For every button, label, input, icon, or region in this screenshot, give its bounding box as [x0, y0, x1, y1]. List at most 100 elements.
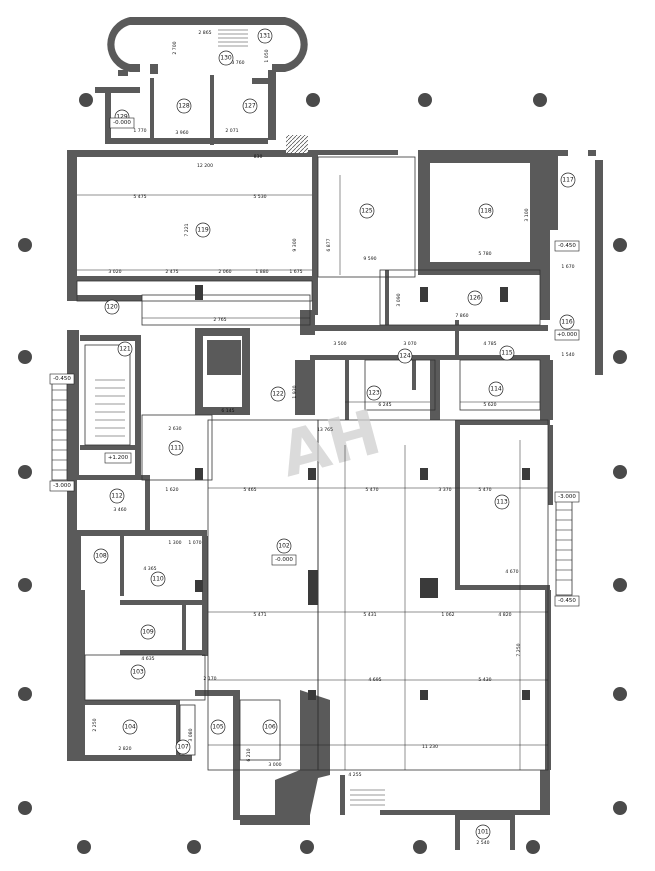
level-mark: -0.450 [554, 595, 580, 607]
dim-text: 3 100 [524, 208, 530, 221]
room-number: 123 [368, 390, 380, 397]
room-number: 102 [278, 543, 290, 550]
entrance-101-wall [455, 815, 515, 820]
dim-text: 3 460 [113, 507, 126, 513]
dim-text: 3 020 [108, 269, 121, 275]
dim-text: 1 880 [255, 269, 268, 275]
room-number: 120 [106, 304, 118, 311]
room-117: 117 [560, 172, 576, 188]
dim-text: 1 070 [188, 540, 201, 546]
room-number: 107 [177, 744, 189, 751]
svg-text:-0.000: -0.000 [275, 557, 293, 563]
dim-text: 6 245 [378, 402, 391, 408]
dimension-texts: 2 865 2 700 3 760 1 050 1 770 3 960 2 07… [92, 30, 575, 846]
room-121: 121 [117, 341, 133, 357]
column [300, 840, 314, 854]
dim-text: 2 071 [225, 128, 238, 134]
room-number: 105 [212, 724, 224, 731]
dim-text: 3 960 [175, 130, 188, 136]
room-111: 111 [168, 440, 184, 456]
dim-text: 3 090 [396, 293, 402, 306]
dim-text: 4 695 [368, 677, 381, 683]
dim-text: 1 670 [561, 264, 574, 270]
room-number: 129 [116, 114, 128, 121]
level-mark: -0.000 [271, 554, 297, 566]
dim-text: 3 760 [231, 60, 244, 66]
dim-text: 4 785 [483, 341, 496, 347]
dim-text: 2 170 [203, 676, 216, 682]
room-114: 114 [488, 381, 504, 397]
dim-text: 830 [254, 154, 263, 160]
room-104: 104 [122, 719, 138, 735]
dim-text: 7 250 [516, 643, 522, 656]
dim-text: 2 765 [213, 317, 226, 323]
dim-text: 5 431 [363, 612, 376, 618]
room-102: 102 [276, 538, 292, 554]
room-number: 125 [361, 208, 373, 215]
room-127: 127 [242, 98, 258, 114]
room-105: 105 [210, 719, 226, 735]
room-number: 116 [561, 319, 573, 326]
dim-text: 1 300 [168, 540, 181, 546]
grid-columns [18, 93, 627, 854]
dim-text: 13 765 [317, 427, 333, 433]
room-number: 110 [152, 576, 164, 583]
entrance-101-wall [455, 815, 460, 850]
dimension-lines [77, 175, 548, 770]
room-106: 106 [262, 719, 278, 735]
dim-text: 12 200 [197, 163, 213, 169]
level-mark: -3.000 [554, 491, 580, 503]
dim-text: 5 430 [478, 677, 491, 683]
room-107: 107 [175, 739, 191, 755]
pillars [195, 285, 530, 700]
stair-top [218, 29, 248, 47]
stairs [51, 29, 573, 806]
svg-text:-0.450: -0.450 [558, 243, 576, 249]
room-number: 119 [197, 227, 209, 234]
dim-text: 4 255 [348, 772, 361, 778]
dim-text: 5 530 [253, 194, 266, 200]
svg-text:-3.000: -3.000 [53, 483, 71, 489]
room-123: 123 [366, 385, 382, 401]
hatched-shaft [286, 135, 308, 153]
room-number: 115 [501, 350, 513, 357]
room-119: 119 [195, 222, 211, 238]
dim-text: 2 540 [476, 840, 489, 846]
dim-text: 5 470 [478, 487, 491, 493]
room-number: 104 [124, 724, 136, 731]
dim-text: 9 300 [292, 238, 298, 251]
dim-text: 9 590 [363, 256, 376, 262]
dim-text: 1 062 [441, 612, 454, 618]
room-number: 112 [111, 493, 123, 500]
room-number: 122 [272, 391, 284, 398]
dim-text: 1 675 [289, 269, 302, 275]
level-mark: +1.200 [104, 452, 132, 464]
entrance-101-wall [510, 815, 515, 850]
column [187, 840, 201, 854]
level-mark: -3.000 [49, 480, 75, 492]
column [613, 350, 627, 364]
stair-right-exterior [555, 499, 573, 596]
dim-text: 11 230 [422, 744, 438, 750]
svg-text:+0.000: +0.000 [557, 332, 578, 338]
svg-text:-0.450: -0.450 [558, 598, 576, 604]
dim-text: 6 210 [246, 748, 252, 761]
dim-text: 5 620 [483, 402, 496, 408]
column [79, 93, 93, 107]
dim-text: 5 465 [243, 487, 256, 493]
dim-text: 7 860 [455, 313, 468, 319]
room-130: 130 [218, 50, 234, 66]
column [413, 840, 427, 854]
dim-text: 6 145 [221, 408, 234, 414]
dim-text: 1 620 [165, 487, 178, 493]
room-number: 128 [178, 103, 190, 110]
column [613, 801, 627, 815]
room-number: 126 [469, 295, 481, 302]
level-mark: -0.000 [109, 117, 135, 129]
room-number: 118 [480, 208, 492, 215]
dim-text: 3 500 [333, 341, 346, 347]
room-number: 106 [264, 724, 276, 731]
column [18, 687, 32, 701]
room-number: 111 [170, 445, 182, 452]
